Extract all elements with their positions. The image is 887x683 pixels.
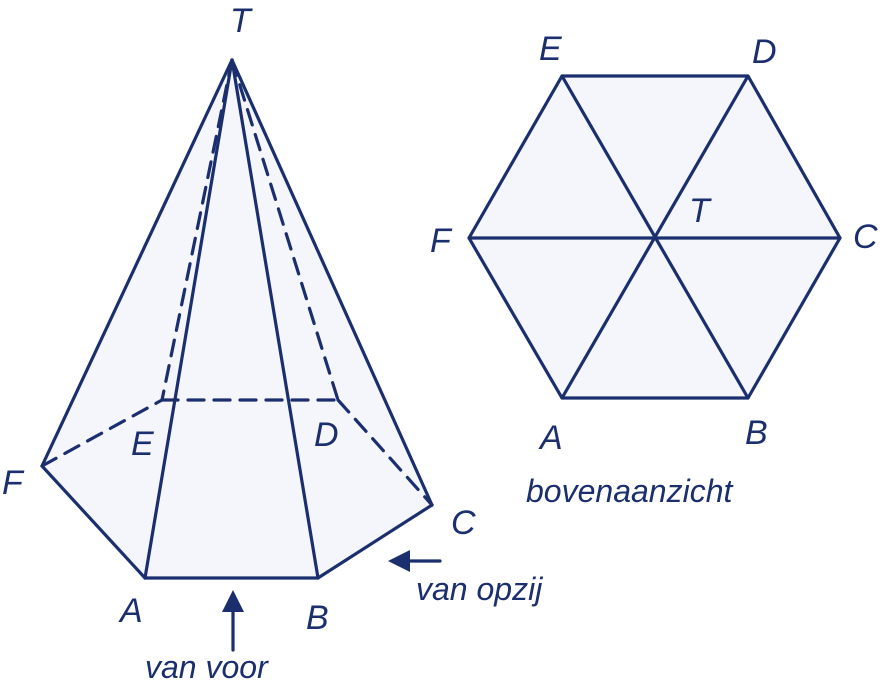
pyramid-label-A: A: [118, 592, 143, 630]
front-view-arrow-head: [222, 590, 244, 612]
edge-TD-hidden: [230, 58, 340, 402]
pyramid-visible-surface: [42, 60, 432, 578]
pyramid-label-F: F: [2, 464, 25, 502]
edge-DC-hidden: [336, 398, 434, 507]
side-view-arrow: [388, 550, 442, 572]
edge-TE-hidden: [160, 58, 234, 402]
top-view-label-D: D: [752, 33, 777, 71]
top-view-label-E: E: [539, 30, 562, 68]
pyramid-label-C: C: [451, 504, 476, 542]
edge-TC: [230, 58, 434, 507]
edge-TF: [40, 58, 234, 468]
top-view-label-F: F: [430, 222, 453, 260]
edge-TB: [230, 58, 320, 580]
pyramid-label-B: B: [306, 599, 329, 637]
pyramid-label-E: E: [131, 425, 154, 463]
pyramid-label-T: T: [230, 2, 253, 40]
top-view-diagonal-DA: [560, 74, 750, 400]
front-view-arrow: [222, 590, 244, 652]
edge-BC: [316, 503, 434, 580]
pyramid-label-D: D: [314, 416, 339, 454]
top-view-caption: bovenaanzicht: [526, 473, 733, 509]
side-view-caption: van opzij: [416, 571, 543, 607]
top-view-figure: E D F C T A B bovenaanzicht: [430, 30, 878, 509]
side-view-arrow-head: [388, 550, 410, 572]
edge-FA: [40, 464, 147, 580]
top-view-label-B: B: [745, 414, 768, 452]
edge-FE-hidden: [40, 398, 164, 468]
top-view-label-T: T: [689, 192, 712, 230]
edge-TA: [143, 58, 234, 580]
front-view-caption: van voor: [145, 649, 269, 683]
pyramid-figure: T F E D C A B van voor van opzij: [2, 2, 543, 683]
top-view-label-A: A: [538, 419, 563, 457]
top-view-label-C: C: [853, 218, 878, 256]
